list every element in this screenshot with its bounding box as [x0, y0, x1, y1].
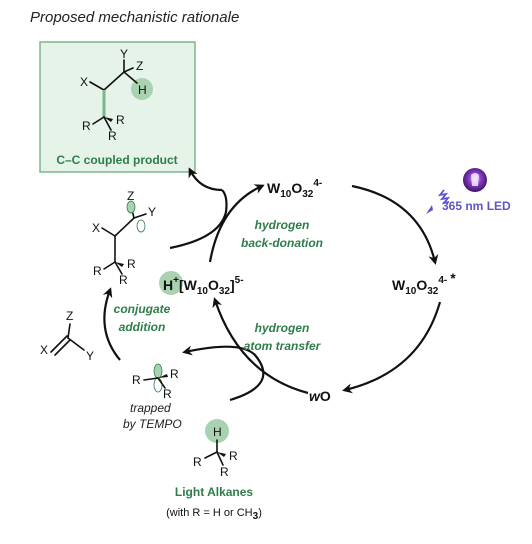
adduct-atom-y: Y [148, 205, 156, 219]
product-atom-r1: R [82, 119, 91, 133]
light-wave-icon [437, 189, 451, 205]
alkyl-bond-r3 [157, 377, 166, 389]
alkyl-radical: R R R trapped by TEMPO [123, 363, 182, 431]
product-atom-x: X [80, 75, 88, 89]
adduct-bond-r3 [114, 261, 123, 275]
light-wave-arrowhead-icon [426, 205, 433, 214]
alkyl-wedge-bond [158, 374, 168, 378]
reduced-h-highlight [159, 271, 183, 295]
product-bond-z [123, 67, 134, 73]
alkane-atom-h: H [213, 425, 222, 439]
alkyl-p-orbital-bottom [153, 377, 163, 393]
alkene-atom-y: Y [86, 349, 94, 363]
adduct-atom-r3: R [119, 273, 128, 287]
adduct-atom-z: Z [127, 189, 134, 203]
alkene-double-bond-a [50, 335, 68, 353]
alkyl-atom-r2: R [170, 367, 179, 381]
alkane-atom-r2: R [229, 449, 238, 463]
adduct-bond-r1 [103, 261, 116, 270]
tempo-note-line1: trapped [130, 401, 171, 415]
product-bond-x [89, 81, 105, 91]
alkyl-atom-r3: R [163, 387, 172, 401]
alkene-double-bond-b [54, 339, 71, 356]
alkane-atom-r1: R [193, 455, 202, 469]
product-wedge-bond [104, 117, 113, 122]
alkene-bond-z [67, 323, 71, 339]
product-box-frame [39, 41, 196, 173]
alkene-bond-y [67, 337, 85, 351]
led-bulb-glow [471, 173, 479, 186]
step-hbd-line1: hydrogen [255, 218, 310, 232]
led-label: 365 nm LED [442, 199, 511, 213]
adduct-bond-c2 [114, 217, 135, 237]
alkyl-p-orbital-top [153, 363, 163, 379]
catalyst-excited-state: W10O324-* [392, 270, 456, 297]
product-bond-r3 [103, 116, 112, 131]
catalyst-ground-state: W10O324- [267, 178, 322, 200]
diagram-title: Proposed mechanistic rationale [30, 9, 239, 26]
step-hbd-line2: back-donation [241, 236, 323, 250]
product-atom-h: H [138, 83, 147, 97]
adduct-bond-x [101, 227, 116, 237]
branch-alkane-to-radical [182, 345, 265, 402]
alkane-h-highlight [205, 419, 229, 443]
step-ca-line2: addition [119, 320, 166, 334]
product-bond-c2 [103, 71, 125, 91]
light-alkanes-footnote: (with R = H or CH3) [166, 507, 262, 522]
product-atom-z: Z [136, 59, 143, 73]
step-hat-line2: atom transfer [244, 339, 322, 353]
light-alkanes-label: Light Alkanes [175, 485, 254, 499]
branch-in-radical-adduct [169, 189, 228, 250]
tempo-note-line2: by TEMPO [123, 417, 182, 431]
cycle-arrow-excitation [351, 184, 439, 265]
adduct-atom-x: X [92, 221, 100, 235]
alkyl-bond-r1 [143, 377, 159, 381]
product-label: C–C coupled product [56, 153, 177, 167]
adduct-p-orbital-top [126, 200, 136, 214]
alkane-wedge-bond [217, 452, 226, 457]
adduct-atom-r1: R [93, 264, 102, 278]
branch-conjugate-addition [102, 287, 121, 361]
product-atom-r3: R [108, 129, 117, 143]
step-hat-line1: hydrogen [255, 321, 310, 335]
product-atom-r2: R [116, 113, 125, 127]
alkane-atom-r3: R [220, 465, 229, 479]
adduct-bond-y [133, 213, 147, 219]
catalyst-reduced-state: H+[W10O32]5- [163, 275, 244, 297]
step-ca-line1: conjugate [114, 302, 171, 316]
alkene-atom-x: X [40, 343, 48, 357]
alkyl-atom-r1: R [132, 373, 141, 387]
led-light-source: 365 nm LED [426, 168, 511, 214]
cycle-arrow-to-wo [342, 301, 442, 394]
alkane-bond-r3 [216, 451, 224, 466]
alkene-atom-z: Z [66, 309, 73, 323]
product-bond-h [123, 71, 138, 84]
product-box: X Y Z H R R R C–C coupled product [39, 41, 196, 173]
adduct-wedge-bond [115, 262, 124, 267]
cycle-arrow-hat [212, 297, 309, 395]
product-bond-r1 [92, 116, 105, 125]
light-alkanes: H R R R Light Alkanes (with R = H or CH3… [166, 419, 262, 522]
catalyst-wo-species: wO [309, 388, 331, 404]
adduct-atom-r2: R [127, 257, 136, 271]
adduct-p-orbital-bottom [136, 219, 146, 233]
cycle-arrow-back-donation [208, 184, 265, 263]
alkene-substrate: X Z Y [40, 309, 94, 363]
branch-out-to-product [188, 167, 223, 192]
alkane-bond-r1 [204, 451, 218, 459]
radical-adduct: X Z Y R R R [92, 189, 156, 287]
product-atom-y: Y [120, 47, 128, 61]
catalytic-cycle [102, 167, 442, 402]
